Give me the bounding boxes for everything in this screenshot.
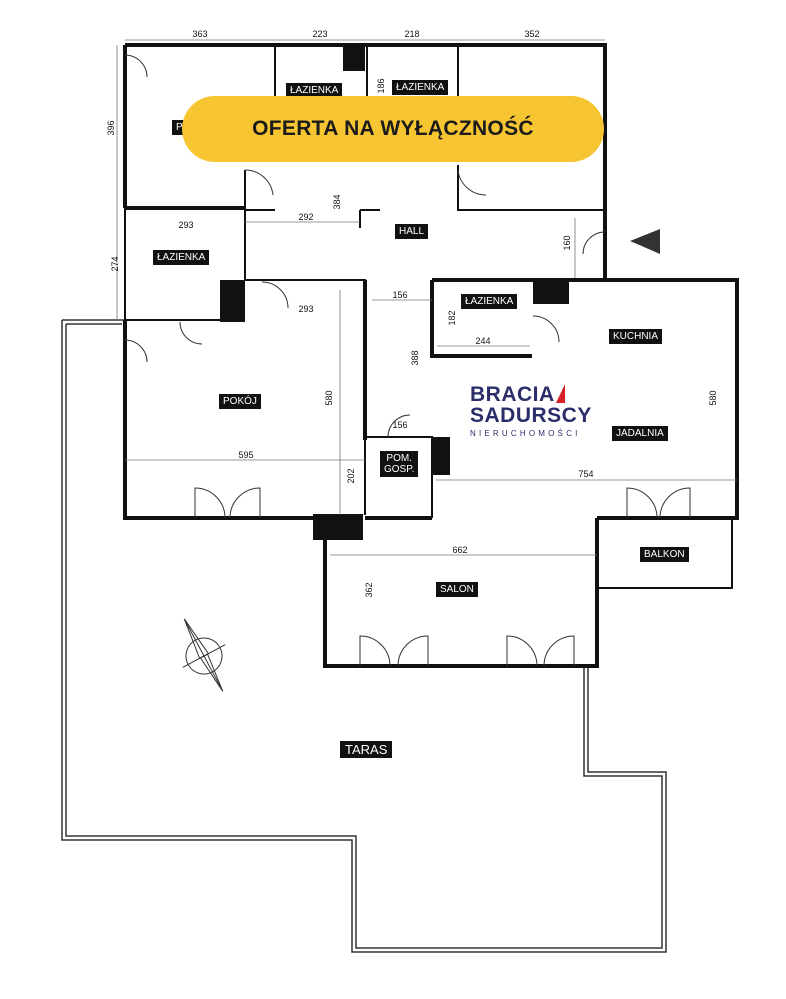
wall-pokoj	[123, 280, 367, 520]
dim-388: 388	[410, 350, 420, 365]
room-label-line: GOSP.	[384, 464, 415, 475]
door-swings	[124, 54, 691, 667]
dim-292: 292	[298, 212, 313, 222]
dim-186: 186	[376, 78, 386, 93]
dim-274: 274	[110, 256, 120, 271]
logo-accent-mark	[556, 384, 565, 403]
room-label-pokoj: POKÓJ	[219, 394, 261, 409]
wall-balkon	[596, 518, 733, 589]
shaft-block	[220, 280, 245, 322]
room-label-salon: SALON	[436, 582, 478, 597]
terrace-outline	[61, 319, 667, 953]
room-label-lazienka: ŁAZIENKA	[153, 250, 210, 265]
dim-363: 363	[192, 29, 207, 39]
wall-top-block	[123, 43, 607, 280]
logo-line-3: NIERUCHOMOŚCI	[470, 429, 581, 438]
dim-362: 362	[364, 582, 374, 597]
dimension-lines	[116, 39, 737, 556]
shaft-block	[432, 437, 450, 475]
dim-244: 244	[475, 336, 490, 346]
logo-line-1: BRACIA	[470, 383, 555, 406]
dim-182: 182	[447, 310, 457, 325]
dim-293-b: 293	[298, 304, 313, 314]
room-label-balkon: BALKON	[640, 547, 689, 562]
dim-396: 396	[106, 120, 116, 135]
room-label-kuchnia: KUCHNIA	[609, 329, 663, 344]
dim-293-a: 293	[178, 220, 193, 230]
shaft-block	[313, 514, 363, 540]
banner-text: OFERTA NA WYŁĄCZNOŚĆ	[252, 117, 534, 140]
dim-352: 352	[524, 29, 539, 39]
company-logo: BRACIA SADURSCY NIERUCHOMOŚCI	[470, 384, 600, 438]
entrance-arrow-icon	[630, 229, 660, 254]
terrace-outline-inner	[65, 323, 663, 949]
dim-580-a: 580	[324, 390, 334, 405]
dim-218: 218	[404, 29, 419, 39]
dim-202: 202	[346, 468, 356, 483]
wall-salon	[323, 518, 599, 668]
room-label-lazienka: ŁAZIENKA	[461, 294, 518, 309]
room-label-hall: HALL	[395, 224, 429, 239]
dim-595: 595	[238, 450, 253, 460]
shaft-block	[533, 280, 569, 304]
room-label-line: POM.	[386, 453, 412, 464]
room-label-taras: TARAS	[340, 741, 393, 758]
dim-580-b: 580	[708, 390, 718, 405]
dim-156-b: 156	[392, 420, 407, 430]
dim-156-a: 156	[392, 290, 407, 300]
shaft-block	[343, 45, 365, 71]
exclusive-offer-banner: OFERTA NA WYŁĄCZNOŚĆ	[182, 96, 604, 162]
room-label-pom-gosp: POM. GOSP.	[380, 451, 419, 477]
room-label-lazienka: ŁAZIENKA	[286, 83, 343, 98]
north-arrow-icon	[182, 618, 226, 692]
wall-left-rooms	[124, 208, 366, 515]
dim-754: 754	[578, 469, 593, 479]
logo-line-2: SADURSCY	[470, 404, 592, 427]
wall-pom-gosp	[365, 436, 433, 518]
room-label-jadalnia: JADALNIA	[612, 426, 668, 441]
room-label-lazienka: ŁAZIENKA	[392, 80, 449, 95]
dim-662: 662	[452, 545, 467, 555]
dim-160: 160	[562, 235, 572, 250]
dim-223: 223	[312, 29, 327, 39]
wall-kuchnia	[365, 278, 739, 520]
dim-384: 384	[332, 194, 342, 209]
